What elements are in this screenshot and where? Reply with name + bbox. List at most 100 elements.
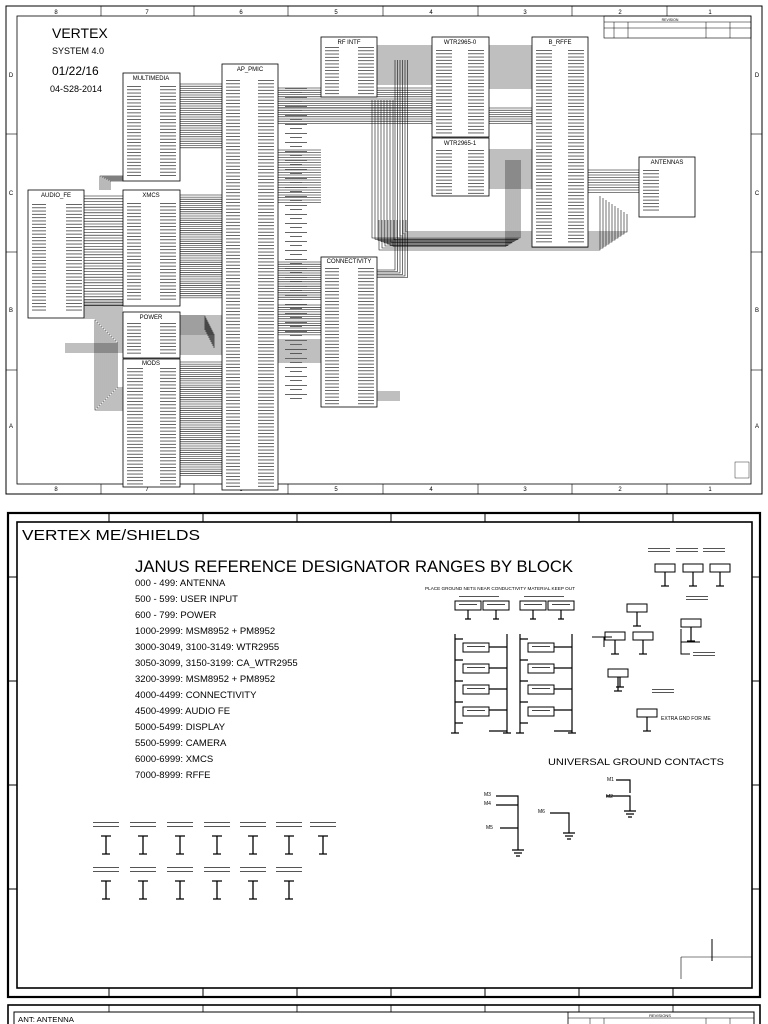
zone-col-top: 6 (239, 10, 243, 16)
block-connectivity-label: CONNECTIVITY (327, 259, 372, 265)
pin-label (325, 271, 339, 273)
pin-label (325, 317, 339, 319)
shield-clip-label (467, 667, 485, 668)
pin-label (358, 340, 374, 342)
pin-label (160, 371, 176, 373)
ground-symbols (93, 822, 336, 900)
ground-symbol-label (93, 871, 119, 872)
pin-label (536, 125, 552, 127)
pin-label (568, 215, 584, 216)
pin-label (127, 259, 141, 260)
pin-label (160, 460, 176, 462)
signal-wire (110, 335, 123, 395)
pin-label (258, 241, 274, 243)
shield-clip (454, 600, 482, 611)
pin-label (643, 196, 659, 198)
pin-label (258, 208, 274, 210)
pin-label (436, 159, 452, 161)
pin-label (160, 212, 176, 214)
pin-label (226, 413, 240, 415)
signal-wire (180, 331, 214, 346)
pin-label (160, 342, 176, 344)
signal-wire (112, 337, 123, 393)
pin-label (536, 76, 552, 78)
zone-col-bottom: 5 (334, 487, 338, 493)
pin-label (226, 320, 240, 322)
pin-label (536, 218, 552, 220)
pin-label (568, 76, 584, 78)
pin-label (468, 63, 484, 65)
pin-label (226, 456, 240, 458)
pin-label (160, 473, 176, 475)
ground-symbol-label (310, 822, 336, 823)
pin-label (325, 360, 339, 362)
pin-label (325, 380, 339, 382)
pin-label (285, 277, 307, 278)
pin-label (127, 463, 143, 465)
ground-symbol-label (310, 826, 336, 827)
pin-label (160, 102, 176, 104)
pin-label (568, 211, 584, 213)
pin-label (32, 273, 46, 275)
pin-label (325, 47, 339, 48)
pin-label (643, 173, 659, 175)
pin-label (160, 206, 176, 208)
pin-label (226, 195, 240, 197)
doc-number: 04-S28-2014 (50, 84, 102, 94)
range-item: 000 - 499: ANTENNA (135, 578, 226, 589)
shield-clip-label (524, 604, 542, 605)
ground-symbol (248, 880, 258, 900)
pin-label (258, 350, 274, 352)
pin-label (258, 122, 274, 124)
pin-label (643, 203, 659, 204)
pin-label (258, 469, 274, 471)
revision-header: REVISION (662, 18, 679, 22)
pin-label (536, 201, 552, 203)
pin-label (127, 232, 141, 234)
pin-label (160, 236, 176, 237)
pin-label (468, 66, 484, 68)
pin-label (127, 407, 143, 409)
pin-label (226, 344, 240, 345)
pin-label (160, 249, 176, 251)
pin-label (468, 116, 484, 117)
pin-label (358, 350, 374, 352)
signal-wire (393, 206, 616, 241)
pin-label (160, 219, 176, 221)
pin-label (468, 86, 484, 88)
pin-label (325, 330, 339, 332)
pin-label (127, 339, 141, 341)
pin-label (226, 406, 240, 408)
pin-label (160, 374, 176, 376)
pin-label (127, 86, 141, 87)
pin-label (290, 281, 302, 282)
pin-label (226, 353, 240, 355)
pin-label (468, 53, 484, 55)
pin-label (468, 106, 484, 107)
pin-label (160, 161, 176, 163)
pin-label (127, 298, 141, 300)
pin-label (436, 116, 452, 117)
pin-label (160, 242, 176, 244)
pin-label (358, 50, 374, 52)
pin-label (536, 83, 552, 84)
pin-label (160, 171, 176, 173)
signal-wire (381, 198, 604, 249)
pin-label (285, 205, 307, 206)
pin-label (258, 393, 274, 395)
pin-label (290, 227, 302, 228)
shield-net-label (648, 551, 670, 552)
pin-label (358, 403, 374, 405)
pin-label (536, 135, 552, 137)
pin-label (258, 419, 274, 421)
pin-label (436, 156, 452, 158)
pin-label (160, 175, 176, 176)
pin-label (160, 381, 176, 383)
pin-label (358, 63, 374, 65)
pin-label (66, 246, 82, 248)
pin-label (226, 162, 240, 164)
pin-label (127, 368, 143, 369)
pin-label (160, 404, 176, 406)
pin-label (258, 271, 274, 273)
ground-symbol (175, 880, 185, 900)
